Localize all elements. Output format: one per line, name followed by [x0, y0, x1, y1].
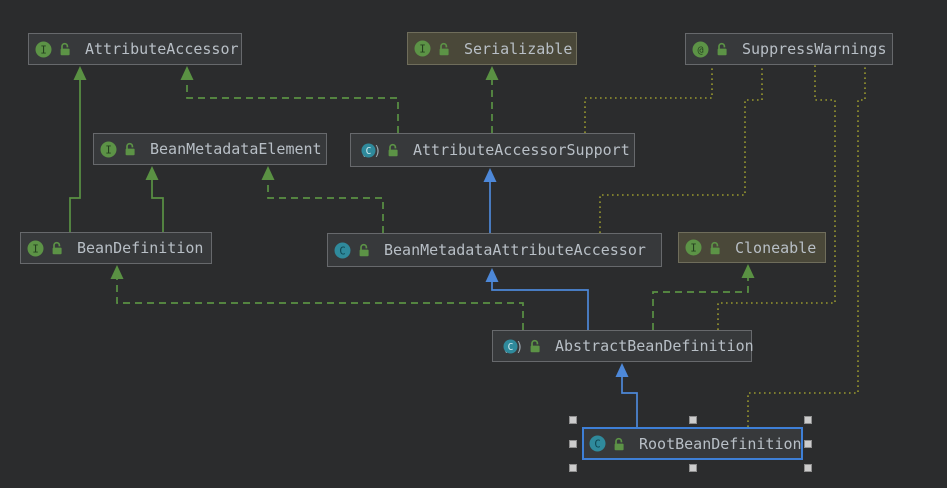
svg-text:C: C	[594, 438, 600, 450]
class-node-attribute-accessor[interactable]: I AttributeAccessor	[28, 33, 242, 65]
implements-edge	[261, 166, 384, 233]
svg-text:@: @	[697, 45, 703, 56]
class-name-label: BeanDefinition	[77, 239, 204, 257]
selection-handle[interactable]	[688, 416, 697, 424]
class-name-label: BeanMetadataAttributeAccessor	[384, 241, 646, 259]
selection-handle[interactable]	[569, 416, 577, 424]
public-unlocked-icon	[530, 339, 540, 353]
public-unlocked-icon	[52, 241, 62, 255]
extends-class-edge	[615, 363, 638, 427]
class-name-label: Serializable	[464, 39, 573, 58]
selection-handle[interactable]	[569, 464, 577, 472]
abstract-class-icon: (C)	[360, 143, 381, 159]
svg-text:I: I	[40, 43, 47, 56]
annotation-usage-edge	[717, 65, 836, 330]
svg-text:I: I	[419, 43, 426, 56]
svg-text:C: C	[508, 342, 514, 353]
inheritance-arrowhead	[73, 66, 87, 80]
selection-handle[interactable]	[569, 439, 577, 448]
class-node-attribute-accessor-support[interactable]: (C) AttributeAccessorSupport	[350, 133, 635, 167]
class-name-label: SuppressWarnings	[742, 40, 887, 58]
class-name-label: AttributeAccessor	[85, 40, 239, 58]
inheritance-arrowhead	[145, 166, 159, 180]
class-name-label: AttributeAccessorSupport	[413, 141, 630, 159]
class-node-serializable[interactable]: I Serializable	[407, 32, 577, 65]
extends-class-edge	[485, 268, 589, 330]
class-icon: C	[589, 435, 606, 452]
implements-edge	[180, 66, 399, 133]
extends-class-edge	[483, 168, 497, 233]
class-name-label: AbstractBeanDefinition	[555, 337, 754, 355]
svg-text:C: C	[339, 245, 345, 257]
class-node-bean-definition[interactable]: I BeanDefinition	[20, 232, 212, 264]
annotation-usage-edge	[584, 65, 713, 133]
annotation-icon: @	[692, 41, 709, 57]
interface-icon: I	[27, 240, 44, 256]
inheritance-arrowhead	[485, 268, 499, 282]
svg-text:I: I	[105, 143, 112, 156]
selection-handle[interactable]	[804, 416, 812, 424]
inheritance-arrowhead	[485, 66, 499, 80]
class-node-root-bean-definition[interactable]: C RootBeanDefinition	[582, 427, 803, 460]
public-unlocked-icon	[388, 143, 398, 157]
class-node-bean-metadata-attribute-accessor[interactable]: C BeanMetadataAttributeAccessor	[327, 233, 662, 267]
interface-icon: I	[100, 141, 117, 157]
selection-handle[interactable]	[804, 464, 812, 472]
class-node-cloneable[interactable]: I Cloneable	[678, 232, 826, 263]
inheritance-arrowhead	[110, 265, 124, 279]
interface-icon: I	[35, 41, 52, 57]
public-unlocked-icon	[717, 42, 727, 56]
selection-handle[interactable]	[688, 464, 697, 472]
public-unlocked-icon	[125, 142, 135, 156]
class-name-label: RootBeanDefinition	[639, 434, 802, 453]
abstract-class-icon: (C)	[502, 339, 523, 355]
public-unlocked-icon	[710, 241, 720, 254]
implements-edge	[110, 265, 524, 330]
svg-text:I: I	[32, 242, 39, 255]
public-unlocked-icon	[60, 42, 70, 56]
annotation-usage-edge	[599, 65, 763, 233]
selection-handle[interactable]	[804, 439, 812, 448]
svg-text:I: I	[690, 242, 697, 255]
svg-text:): )	[516, 340, 523, 355]
svg-text:C: C	[366, 146, 372, 157]
public-unlocked-icon	[614, 437, 624, 450]
extends-interface-edge	[145, 166, 164, 232]
class-name-label: BeanMetadataElement	[150, 140, 322, 158]
class-node-bean-metadata-element[interactable]: I BeanMetadataElement	[93, 133, 327, 165]
implements-edge	[652, 264, 755, 330]
inheritance-arrowhead	[483, 168, 497, 182]
inheritance-arrowhead	[261, 166, 275, 180]
inheritance-arrowhead	[180, 66, 194, 80]
inheritance-arrowhead	[615, 363, 629, 377]
interface-icon: I	[685, 239, 702, 256]
inheritance-arrowhead	[741, 264, 755, 278]
class-node-abstract-bean-definition[interactable]: (C) AbstractBeanDefinition	[492, 330, 754, 362]
extends-interface-edge	[69, 66, 87, 232]
class-name-label: Cloneable	[735, 238, 817, 257]
public-unlocked-icon	[439, 42, 449, 55]
class-node-suppress-warnings[interactable]: @ SuppressWarnings	[685, 33, 893, 65]
interface-icon: I	[414, 40, 431, 57]
annotation-usage-edge	[747, 65, 866, 427]
svg-text:): )	[374, 144, 381, 159]
implements-edge	[485, 66, 499, 133]
class-icon: C	[334, 242, 351, 258]
public-unlocked-icon	[359, 243, 369, 257]
